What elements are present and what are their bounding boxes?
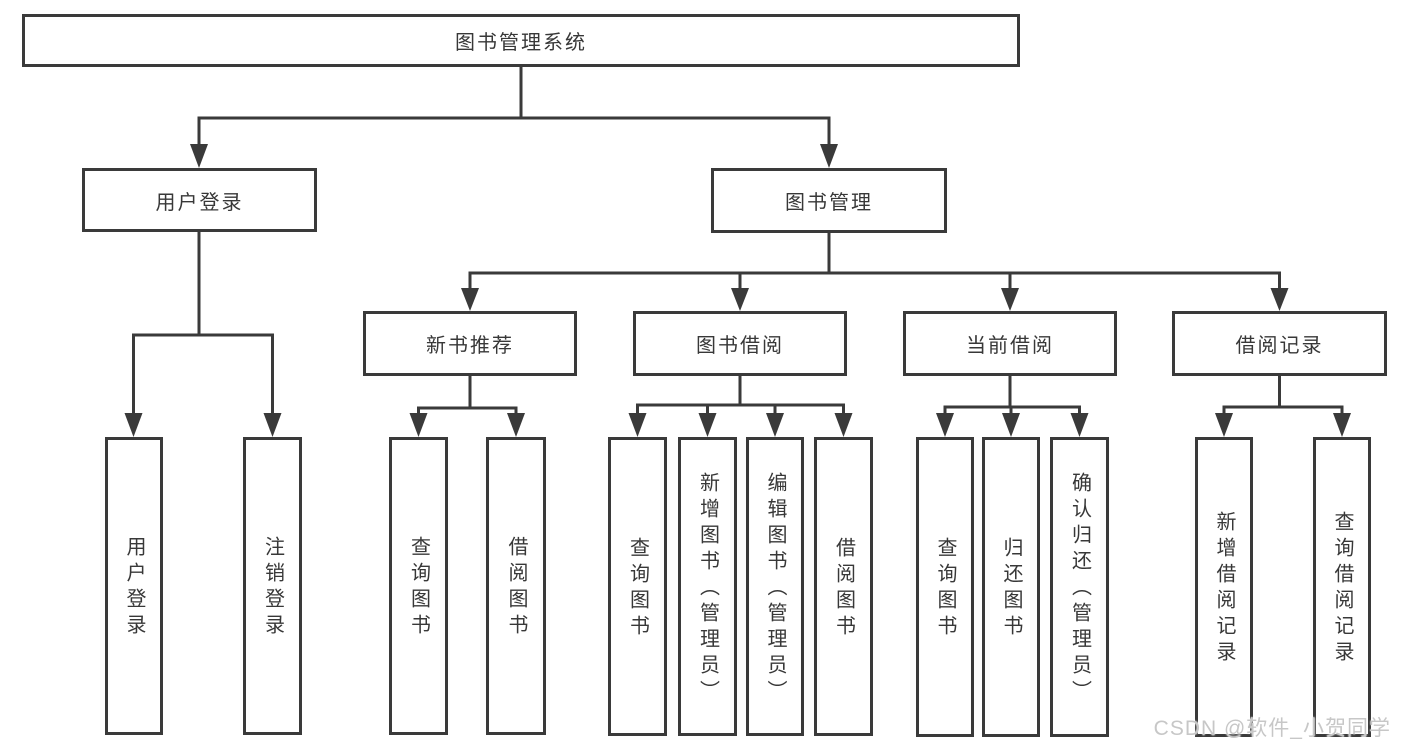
node-label: 新增图书（管理员）: [696, 471, 719, 706]
leaf-borrow-books-2: 借阅图书: [814, 437, 873, 736]
node-label: 用户登录: [155, 191, 244, 214]
node-label: 图书借阅: [696, 335, 784, 357]
node-book-management: 图书管理: [711, 168, 947, 233]
node-label: 查询借阅记录: [1331, 511, 1353, 667]
node-label: 编辑图书（管理员）: [764, 471, 786, 706]
node-label: 用户登录: [123, 536, 145, 640]
node-label: 借阅记录: [1235, 335, 1324, 357]
node-label: 确认归还（管理员）: [1068, 472, 1091, 706]
node-label: 图书管理: [785, 192, 873, 214]
leaf-query-books-1: 查询图书: [389, 437, 448, 735]
node-book-borrowing: 图书借阅: [633, 311, 847, 376]
node-borrowing-records: 借阅记录: [1172, 311, 1387, 376]
leaf-add-borrow-record: 新增借阅记录: [1195, 437, 1253, 737]
node-label: 借阅图书: [832, 536, 855, 641]
leaf-edit-book-admin: 编辑图书（管理员）: [746, 437, 804, 736]
node-label: 查询图书: [626, 536, 649, 641]
node-label: 注销登录: [261, 536, 284, 640]
csdn-watermark: CSDN @软件_小贺同学: [1153, 717, 1391, 740]
leaf-add-book-admin: 新增图书（管理员）: [678, 437, 737, 736]
node-label: 查询图书: [934, 537, 956, 641]
leaf-query-books-2: 查询图书: [608, 437, 667, 736]
node-library-management-system: 图书管理系统: [22, 14, 1020, 67]
leaf-borrow-books-1: 借阅图书: [486, 437, 546, 735]
leaf-confirm-return-admin: 确认归还（管理员）: [1050, 437, 1109, 737]
node-label: 归还图书: [1000, 537, 1022, 641]
node-new-book-recommend: 新书推荐: [363, 311, 577, 376]
leaf-user-login: 用户登录: [105, 437, 163, 735]
node-label: 新增借阅记录: [1213, 511, 1235, 667]
leaf-logout: 注销登录: [243, 437, 302, 735]
node-user-login: 用户登录: [82, 168, 317, 232]
node-current-borrowing: 当前借阅: [903, 311, 1117, 376]
node-label: 图书管理系统: [455, 32, 587, 54]
node-label: 查询图书: [407, 536, 430, 640]
node-label: 新书推荐: [426, 335, 514, 357]
leaf-query-borrow-record: 查询借阅记录: [1313, 437, 1371, 737]
node-label: 借阅图书: [505, 536, 527, 640]
leaf-return-book: 归还图书: [982, 437, 1040, 737]
leaf-query-books-3: 查询图书: [916, 437, 974, 737]
node-label: 当前借阅: [966, 335, 1054, 357]
